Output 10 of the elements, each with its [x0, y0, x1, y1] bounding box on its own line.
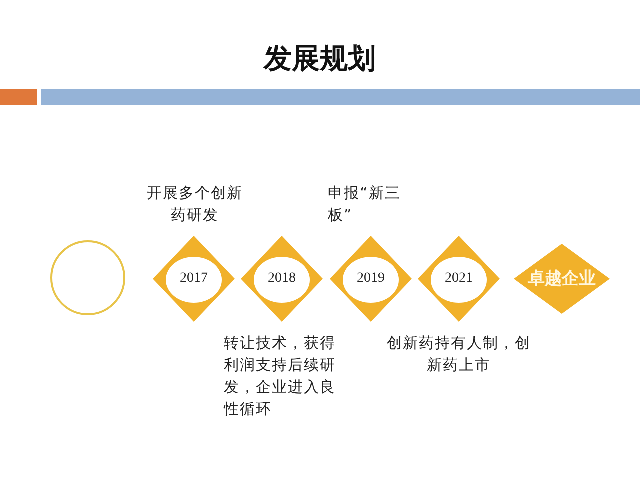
milestone-description: 创新药持有人制，创新药上市 [386, 333, 532, 376]
year-label: 2021 [444, 271, 474, 287]
milestone-description: 开展多个创新药研发 [146, 183, 244, 226]
year-label: 2019 [356, 271, 386, 287]
milestone-description: 转让技术，获得利润支持后续研发，企业进入良性循环 [224, 333, 336, 420]
year-label: 2017 [179, 271, 209, 287]
milestone-description: 申报“新三板” [328, 183, 402, 226]
year-label: 2018 [267, 271, 297, 287]
slide-title: 发展规划 [262, 41, 377, 77]
goal-label: 卓越企业 [528, 268, 596, 290]
